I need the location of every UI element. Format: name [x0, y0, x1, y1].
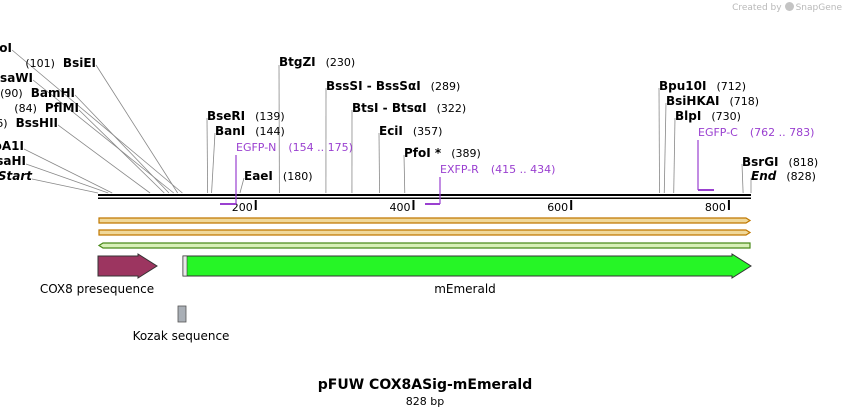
site-name-bsssi-bsss-i: BssSI - BssSαI	[326, 79, 421, 93]
site-position-bani: (144)	[255, 125, 285, 138]
credit-text: Created by	[732, 3, 782, 13]
feature-box-kozak-sequence	[177, 305, 187, 323]
site-name-btgzi: BtgZI	[279, 55, 316, 69]
site-name-bsrgi: BsrGI	[742, 155, 779, 169]
site-position-eaei: (180)	[283, 170, 313, 183]
site-position-bseri: (139)	[255, 110, 285, 123]
ruler-label-400: 400	[389, 201, 410, 214]
backbone-line-bottom	[98, 197, 751, 199]
site-connector-pfoi	[403, 154, 406, 194]
site-name-bsahi: BsaHI	[0, 154, 26, 168]
snapgene-logo-icon	[784, 2, 794, 11]
site-name-bamhi: BamHI	[31, 86, 75, 100]
site-name-bpu10i: Bpu10I	[659, 79, 706, 93]
credit-brand: SnapGene	[795, 3, 842, 13]
feature-label-kozak-sequence: Kozak sequence	[133, 329, 230, 343]
site-position-btsi-bts-i: (322)	[437, 102, 467, 115]
site-name-mspa1i: MspA1I	[0, 139, 24, 153]
site-name-btgi-styi-ncoi: BtgI - StyI - NcoI	[0, 41, 12, 55]
site-connector-pflmi	[78, 109, 165, 194]
site-position-bsssi-bsss-i: (289)	[431, 80, 461, 93]
site-position-btgzi: (230)	[326, 56, 356, 69]
site-connector-bseri	[206, 117, 209, 194]
site-name-agei-bsawi: AgeI - BsaWI	[0, 71, 33, 85]
site-name-ecii: EciI	[379, 124, 403, 138]
site-connector-bsshii	[57, 124, 151, 194]
primer-name-egfp-c: EGFP-C	[698, 126, 738, 139]
ruler-label-600: 600	[547, 201, 568, 214]
site-connector-ecii	[378, 132, 380, 194]
site-name-end: End	[751, 169, 777, 183]
site-position-pflmi: (84)	[14, 102, 37, 115]
site-connector-bsrgi	[741, 163, 744, 194]
primer-range-egfp-c: (762 .. 783)	[750, 126, 815, 139]
site-name-bsihkai: BsiHKAI	[666, 94, 720, 108]
site-name-bsshii: BssHII	[16, 116, 58, 130]
site-connector-start	[31, 178, 99, 194]
primer-name-exfp-r: EXFP-R	[440, 163, 479, 176]
site-name-blpi: BlpI	[675, 109, 701, 123]
feature-arrow-cox8-presequence	[97, 253, 158, 279]
snapgene-credit: Created by SnapGene	[732, 2, 842, 13]
site-connector-mspa1i	[23, 148, 113, 194]
site-connector-bani	[211, 132, 216, 194]
site-name-bani: BanI	[215, 124, 245, 138]
site-name-btsi-bts-i: BtsI - BtsαI	[352, 101, 427, 115]
feature-label-cox8-presequence: COX8 presequence	[40, 282, 154, 296]
site-name-pfoi: PfoI *	[404, 146, 442, 160]
feature-memerald-start-marker	[182, 255, 188, 277]
site-position-ecii: (357)	[413, 125, 443, 138]
site-connector-bsahi	[25, 163, 109, 194]
site-connector-btgi-styi-ncoi	[11, 49, 183, 194]
orf-frame-3-reverse	[97, 242, 751, 249]
map-title: pFUW COX8ASig-mEmerald	[317, 377, 533, 393]
site-name-bseri: BseRI	[207, 109, 245, 123]
site-name-pflmi: PflMI	[45, 101, 79, 115]
site-name-eaei: EaeI	[244, 169, 273, 183]
site-position-bsihkai: (718)	[730, 95, 760, 108]
primer-range-exfp-r: (415 .. 434)	[491, 163, 556, 176]
site-name-bsiei: BsiEI	[63, 56, 96, 70]
site-position-bsiei: (101)	[25, 57, 55, 70]
primer-name-egfp-n: EGFP-N	[236, 141, 276, 154]
orf-frame-1	[98, 217, 752, 224]
site-connector-bsihkai	[663, 102, 667, 194]
site-connector-blpi	[673, 117, 676, 194]
site-position-blpi: (730)	[711, 110, 741, 123]
ruler-label-200: 200	[232, 201, 253, 214]
site-connector-bamhi	[74, 94, 170, 194]
site-connector-agei-bsawi	[32, 79, 174, 194]
site-name-start: Start	[0, 169, 33, 183]
site-connector-bsiei	[95, 64, 178, 194]
map-length: 828 bp	[405, 395, 445, 408]
site-position-bamhi: (90)	[0, 87, 23, 100]
site-position-bsrgi: (818)	[789, 156, 819, 169]
ruler-label-800: 800	[705, 201, 726, 214]
site-position-pfoi: (389)	[451, 147, 481, 160]
feature-label-memerald: mEmerald	[434, 282, 496, 296]
site-position-end: (828)	[786, 170, 816, 183]
primer-range-egfp-n: (154 .. 175)	[288, 141, 353, 154]
backbone-line-top	[98, 194, 751, 196]
site-position-bsshii: (66)	[0, 117, 8, 130]
feature-arrow-memerald	[182, 253, 752, 279]
site-position-bpu10i: (712)	[716, 80, 746, 93]
orf-frame-2	[98, 229, 752, 236]
site-connector-eaei	[239, 177, 245, 194]
site-connector-bpu10i	[658, 87, 660, 194]
